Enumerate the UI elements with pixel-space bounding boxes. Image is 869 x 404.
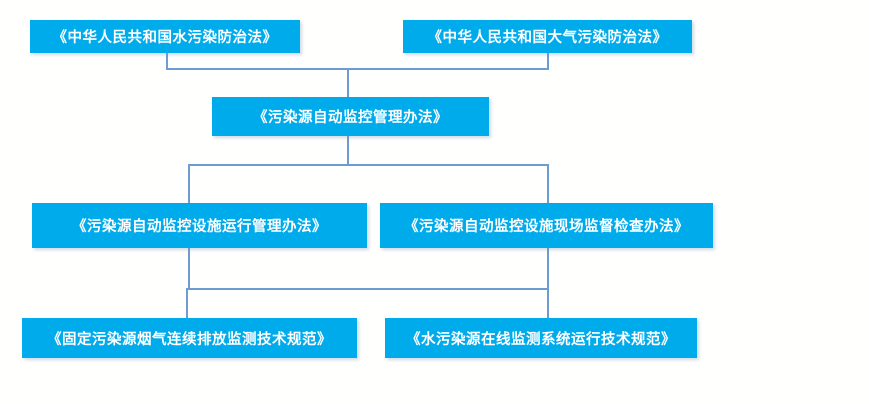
connector-row3-right-stub — [547, 248, 549, 290]
connector-row2-to-row3-left-drop — [188, 164, 190, 204]
connector-row3-to-row4-left-drop — [186, 288, 188, 319]
node-measure-facility-operation[interactable]: 《污染源自动监控设施运行管理办法》 — [32, 203, 367, 248]
node-law-air[interactable]: 《中华人民共和国大气污染防治法》 — [403, 20, 692, 53]
node-measure-onsite-supervision[interactable]: 《污染源自动监控设施现场监督检查办法》 — [380, 203, 713, 248]
node-spec-cems[interactable]: 《固定污染源烟气连续排放监测技术规范》 — [22, 318, 357, 358]
connector-row1-bus — [166, 68, 549, 70]
connector-row3-bus — [186, 288, 549, 290]
node-measure-auto-monitor[interactable]: 《污染源自动监控管理办法》 — [212, 97, 489, 136]
connector-law-water-stub — [166, 52, 168, 70]
connector-row2-bus — [188, 164, 549, 166]
connector-row2-to-row3-right-drop — [547, 164, 549, 204]
connector-row3-left-stub — [188, 248, 190, 290]
connector-row1-to-row2-drop — [347, 68, 349, 98]
node-spec-water-online[interactable]: 《水污染源在线监测系统运行技术规范》 — [385, 318, 697, 358]
node-law-water[interactable]: 《中华人民共和国水污染防治法》 — [30, 20, 300, 53]
connector-row3-to-row4-right-drop — [547, 288, 549, 319]
connector-row2-stub — [347, 136, 349, 166]
connector-law-air-stub — [547, 52, 549, 70]
